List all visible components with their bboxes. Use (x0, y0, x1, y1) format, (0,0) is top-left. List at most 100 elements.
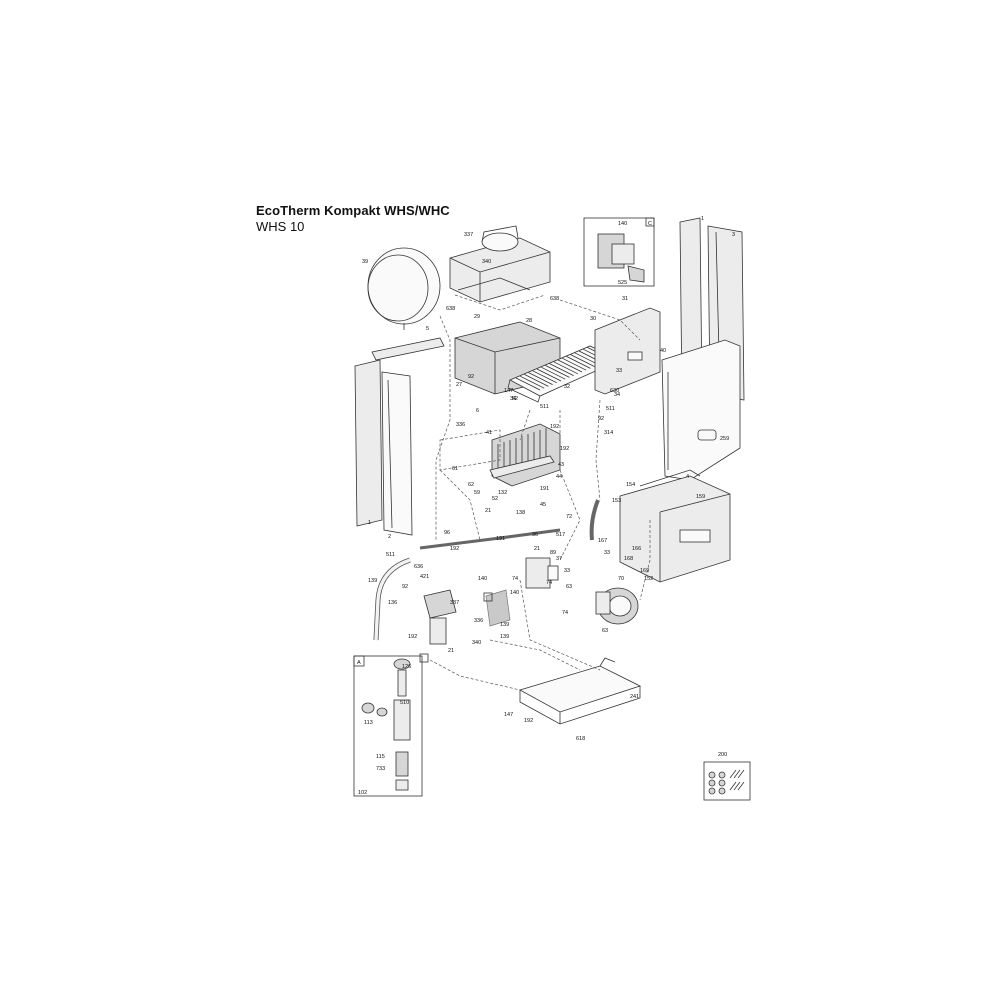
part-label: 136 (388, 600, 397, 606)
part-label: 89 (550, 550, 556, 556)
part-label: 92 (402, 584, 408, 590)
heat-exchanger-fin (532, 370, 557, 384)
part-label: 166 (632, 546, 641, 552)
part-label: 153 (612, 498, 621, 504)
part-label: 33 (604, 550, 610, 556)
detail-c-letter: C (648, 221, 652, 227)
part-label: 192 (524, 718, 533, 724)
part-label: 3 (732, 232, 735, 238)
part-label: 37 (556, 556, 562, 562)
part-label: 147 (504, 712, 513, 718)
part-label: 139 (500, 622, 509, 628)
part-label: 152 (644, 576, 653, 582)
part-label: 4 (686, 474, 689, 480)
part-label: 32 (564, 384, 570, 390)
part-label: 618 (576, 736, 585, 742)
part-label: 2 (388, 534, 391, 540)
part-label: 168 (624, 556, 633, 562)
part-label: 52 (512, 396, 518, 402)
part-label: 132 (498, 490, 507, 496)
part-label: 21 (485, 508, 491, 514)
part-label: 6 (476, 408, 479, 414)
part-label: 74 (546, 580, 552, 586)
gas-valve (423, 589, 457, 645)
diagram-title: EcoTherm Kompakt WHS/WHC (256, 203, 450, 218)
part-label: 21 (534, 546, 540, 552)
kit-label: 200 (718, 752, 727, 758)
heat-exchanger-fin (515, 377, 541, 391)
part-label: 52 (492, 496, 498, 502)
part-label: 30 (590, 316, 596, 322)
part-label: 36 (532, 532, 538, 538)
part-label: 41 (486, 430, 492, 436)
part-label: 636 (414, 564, 423, 570)
base-frame (518, 657, 642, 725)
part-label: 191 (540, 486, 549, 492)
heat-exchanger-fin (557, 359, 583, 373)
part-label: 92 (468, 374, 474, 380)
part-label: 28 (526, 318, 532, 324)
part-label: 638 (550, 296, 559, 302)
detail-box-c: C (583, 217, 655, 287)
burner (491, 423, 561, 487)
part-label: 70 (618, 576, 624, 582)
part-label: 63 (566, 584, 572, 590)
part-label: 511 (606, 406, 615, 412)
heat-exchanger (507, 345, 621, 403)
part-label: 31 (622, 296, 628, 302)
part-label: 154 (626, 482, 635, 488)
hydraulic-block (525, 557, 559, 589)
part-label: 34 (614, 392, 620, 398)
part-label: 115 (376, 754, 385, 760)
part-label: 40 (660, 348, 666, 354)
part-label: 241 (630, 694, 639, 700)
left-side-panels (354, 337, 445, 536)
part-label: 140 (618, 221, 627, 227)
part-label: 140 (478, 576, 487, 582)
part-label: 192 (550, 424, 559, 430)
part-label: 72 (566, 514, 572, 520)
part-label: 336 (474, 618, 483, 624)
part-label: 147 (504, 388, 513, 394)
part-label: 733 (376, 766, 385, 772)
kit-box: 200 (703, 752, 751, 801)
part-label: 21 (448, 648, 454, 654)
heat-exchanger-fin (562, 357, 587, 371)
heat-exchanger-fin (566, 356, 591, 369)
marker-box (419, 653, 429, 663)
heat-exchanger-fin (520, 375, 545, 389)
heat-exchanger-fin (541, 366, 566, 380)
part-label: 74 (562, 610, 568, 616)
part-label: 59 (474, 490, 480, 496)
control-box (619, 469, 731, 583)
part-label: 1 (368, 520, 371, 526)
part-label: 167 (598, 538, 607, 544)
leader-lines (429, 299, 651, 691)
part-label: 102 (358, 790, 367, 796)
insulated-part (485, 589, 511, 627)
part-label: 511 (386, 552, 395, 558)
rear-right-panel (594, 307, 661, 395)
part-label: 511 (540, 404, 549, 410)
part-label: 192 (408, 634, 417, 640)
part-label: 517 (556, 532, 565, 538)
part-label: 140 (510, 590, 519, 596)
heat-exchanger-fin (524, 374, 549, 387)
part-label: 33 (564, 568, 570, 574)
detail-box-a: A (353, 655, 423, 797)
flue-hood (449, 225, 551, 311)
heat-exchanger-fin (536, 368, 562, 382)
diagram-subtitle: WHS 10 (256, 219, 305, 234)
part-label: 27 (456, 382, 462, 388)
detail-a-letter: A (357, 660, 361, 666)
part-label: 421 (420, 574, 429, 580)
expansion-vessel (367, 247, 441, 330)
part-label: 192 (560, 446, 569, 452)
part-label: 139 (368, 578, 377, 584)
part-label: 192 (450, 546, 459, 552)
part-label: 63 (602, 628, 608, 634)
part-label: 33 (616, 368, 622, 374)
part-label: 34 (510, 396, 516, 402)
part-label: 525 (618, 280, 627, 286)
